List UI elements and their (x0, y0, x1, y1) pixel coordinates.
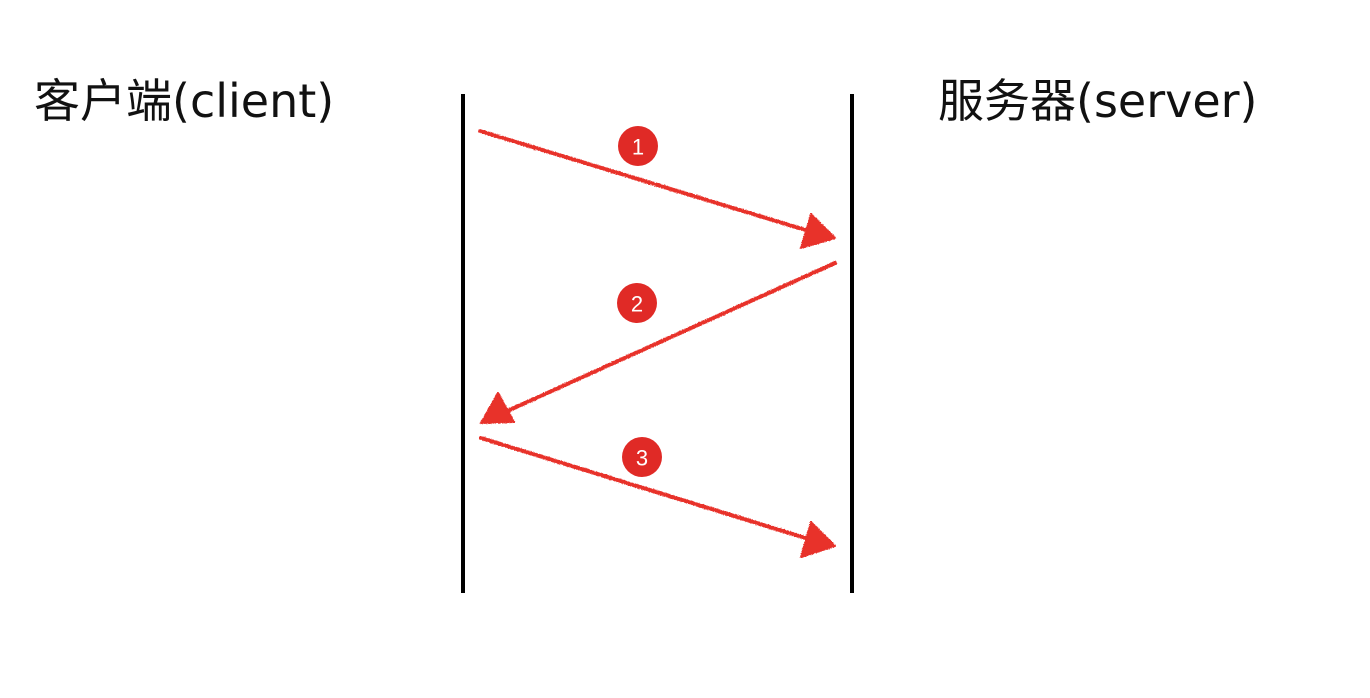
step-number-3: 3 (636, 446, 648, 471)
step-badge-2: 2 (617, 283, 657, 323)
client-label: 客户端(client) (34, 74, 335, 128)
step-badge-3: 3 (622, 437, 662, 477)
server-label: 服务器(server) (938, 74, 1258, 128)
arrow-step-3 (479, 436, 836, 558)
arrow-step-1 (478, 129, 836, 249)
step-number-1: 1 (632, 135, 644, 160)
step-badge-1: 1 (618, 126, 658, 166)
step-number-2: 2 (631, 292, 643, 317)
arrow-step-2 (480, 261, 837, 424)
